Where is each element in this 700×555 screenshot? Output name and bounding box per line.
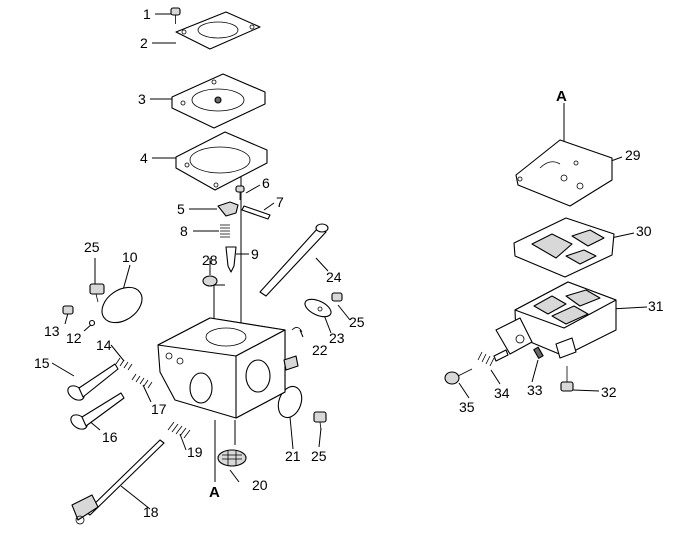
callout-14: 14 bbox=[96, 337, 112, 353]
callout-25-right: 25 bbox=[349, 314, 365, 330]
part-18-throttle-shaft bbox=[71, 439, 165, 525]
callout-25-bottom: 25 bbox=[311, 448, 327, 464]
part-8-spring bbox=[220, 224, 230, 238]
part-33-pin bbox=[533, 346, 544, 359]
callout-23: 23 bbox=[329, 330, 345, 346]
part-29-gasket bbox=[515, 139, 613, 207]
callout-24: 24 bbox=[326, 269, 342, 285]
part-1-screw bbox=[170, 7, 181, 24]
callout-20: 20 bbox=[252, 477, 268, 493]
section-mark-a-left: A bbox=[209, 484, 220, 501]
part-25-screw-right bbox=[331, 292, 343, 302]
part-19-spring bbox=[167, 421, 191, 439]
part-23-plate bbox=[304, 298, 332, 318]
callout-31: 31 bbox=[648, 298, 664, 314]
part-25-screw-bottom bbox=[313, 411, 327, 431]
callout-9: 9 bbox=[251, 246, 259, 262]
part-15-adjust-needle bbox=[67, 363, 119, 401]
part-13-plug bbox=[62, 305, 74, 315]
part-12-ball bbox=[88, 319, 96, 327]
callout-17: 17 bbox=[151, 401, 167, 417]
section-mark-a-right: A bbox=[556, 88, 567, 105]
part-21-disc bbox=[277, 385, 303, 419]
callout-13: 13 bbox=[44, 323, 60, 339]
callout-15: 15 bbox=[34, 355, 50, 371]
part-35-screw bbox=[444, 368, 473, 385]
part-31-pump-body bbox=[495, 281, 617, 359]
callout-5: 5 bbox=[177, 201, 185, 217]
callout-33: 33 bbox=[527, 382, 543, 398]
part-32-screw bbox=[560, 366, 574, 392]
carburetor-body bbox=[157, 317, 299, 419]
part-34-spring bbox=[477, 349, 509, 367]
part-30-gasket bbox=[513, 217, 615, 278]
callout-28: 28 bbox=[202, 252, 218, 268]
part-25-screw-left bbox=[89, 283, 105, 303]
part-2-cover bbox=[175, 11, 261, 50]
callout-labels: 1 2 3 4 5 6 7 8 9 10 12 13 14 15 16 17 1… bbox=[34, 6, 664, 520]
callout-4: 4 bbox=[140, 150, 148, 166]
part-10-disc bbox=[101, 286, 143, 324]
callout-25-left: 25 bbox=[84, 239, 100, 255]
part-16-adjust-needle bbox=[70, 392, 125, 430]
part-20-filter-screen bbox=[217, 449, 247, 467]
callout-12: 12 bbox=[66, 330, 82, 346]
callout-18: 18 bbox=[143, 504, 159, 520]
callout-19: 19 bbox=[187, 444, 203, 460]
part-28-plug bbox=[202, 275, 218, 287]
part-5-lever bbox=[217, 201, 239, 217]
callout-35: 35 bbox=[459, 399, 475, 415]
callout-8: 8 bbox=[180, 223, 188, 239]
callout-34: 34 bbox=[494, 385, 510, 401]
part-7-pin bbox=[241, 205, 271, 220]
callout-7: 7 bbox=[276, 194, 284, 210]
part-14-spring bbox=[115, 357, 133, 371]
callout-10: 10 bbox=[122, 249, 138, 265]
callout-30: 30 bbox=[636, 223, 652, 239]
part-24-shaft bbox=[259, 223, 329, 297]
callout-6: 6 bbox=[262, 175, 270, 191]
part-4-gasket bbox=[175, 131, 268, 191]
part-22-clip bbox=[291, 327, 303, 333]
callout-32: 32 bbox=[601, 384, 617, 400]
callout-21: 21 bbox=[285, 448, 301, 464]
callout-3: 3 bbox=[138, 91, 146, 107]
part-17-spring bbox=[131, 373, 153, 389]
leader-lines bbox=[51, 13, 648, 510]
callout-29: 29 bbox=[625, 147, 641, 163]
callout-1: 1 bbox=[143, 6, 151, 22]
callout-22: 22 bbox=[312, 342, 328, 358]
part-6-screw bbox=[235, 185, 245, 200]
part-9-needle bbox=[225, 246, 237, 273]
callout-16: 16 bbox=[102, 429, 118, 445]
part-3-diaphragm bbox=[171, 73, 266, 129]
callout-2: 2 bbox=[140, 35, 148, 51]
